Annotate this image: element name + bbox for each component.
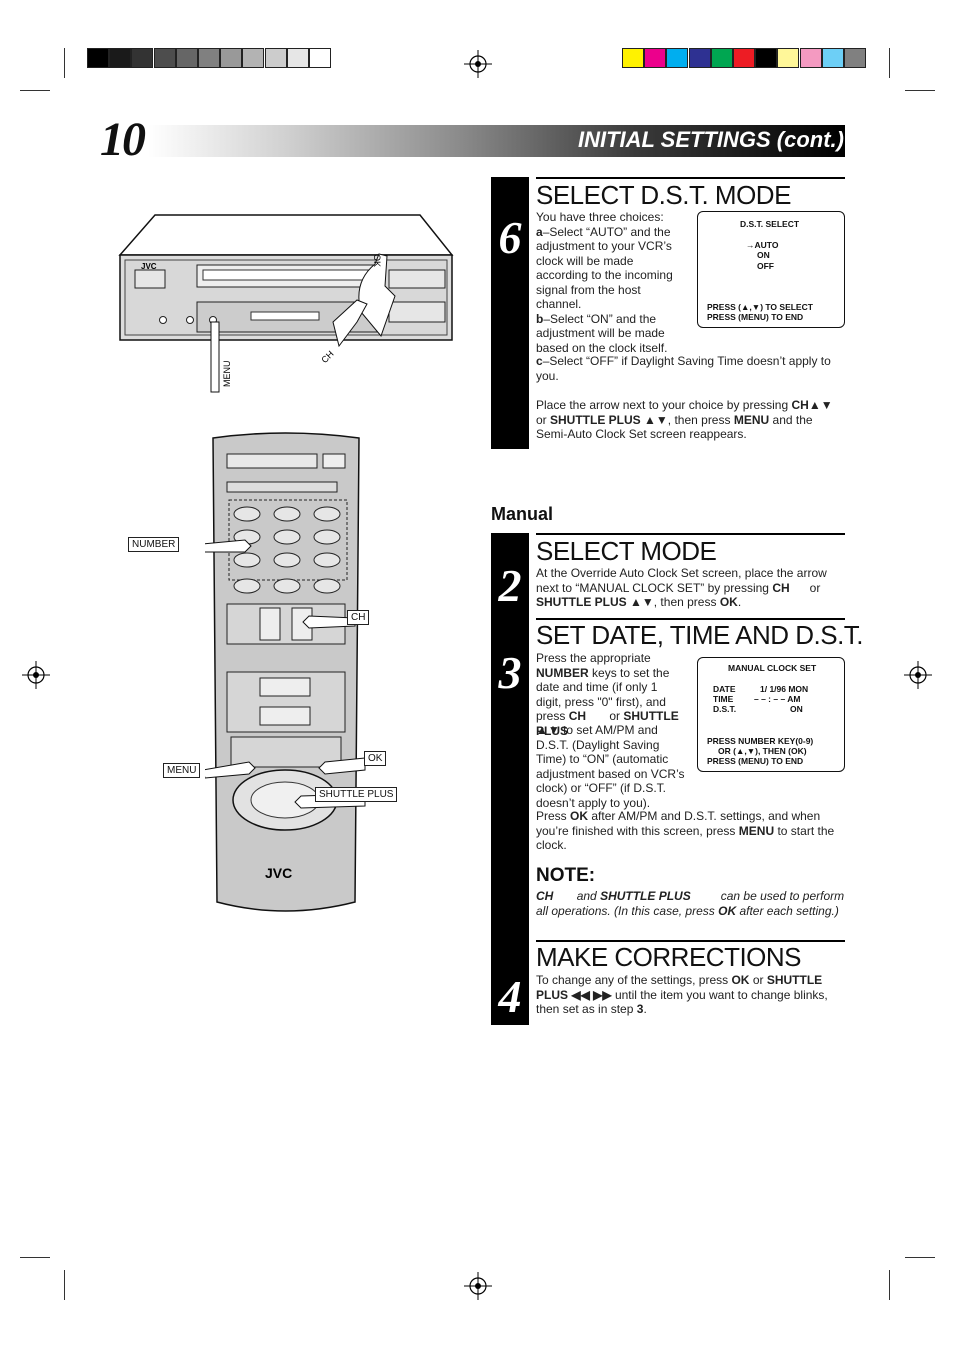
step-number: 3 — [498, 647, 522, 698]
osd-row-label: TIME — [713, 694, 734, 704]
section-title: INITIAL SETTINGS (cont.) — [577, 127, 844, 152]
step-6-instructions: Place the arrow next to your choice by p… — [536, 398, 833, 441]
ok-label: OK — [364, 751, 387, 766]
page-number: 10 — [100, 113, 146, 166]
step-rule — [536, 618, 845, 620]
crop-mark — [64, 48, 65, 78]
color-swatch — [131, 48, 154, 68]
vcr-menu-label: MENU — [222, 361, 232, 388]
color-swatch — [755, 48, 778, 68]
shuttle-plus-label: SHUTTLE PLUS — [315, 787, 398, 802]
color-swatch — [733, 48, 755, 68]
registration-mark-right — [904, 661, 932, 689]
step-3-text-narrow: Press the appropriate NUMBER keys to set… — [536, 651, 679, 738]
crop-mark — [905, 1257, 935, 1258]
step-3-bar: 3 — [491, 618, 529, 940]
dst-select-screen: D.S.T. SELECT →AUTO ON OFF PRESS (▲,▼) T… — [697, 211, 845, 328]
crop-mark — [20, 1257, 50, 1258]
step-rule — [536, 177, 845, 179]
osd-instruction: OR (▲,▼), THEN (OK) — [718, 746, 807, 756]
registration-mark-left — [22, 661, 50, 689]
color-swatch — [666, 48, 689, 68]
osd-instruction: PRESS (MENU) TO END — [707, 312, 804, 322]
color-swatch — [844, 48, 866, 68]
step-3-text-end: Press OK after AM/PM and D.S.T. settings… — [536, 809, 835, 852]
crop-mark — [20, 90, 50, 91]
color-swatch — [688, 48, 711, 68]
menu-label: MENU — [163, 763, 201, 778]
vcr-brand: JVC — [141, 262, 157, 271]
manual-label: Manual — [491, 504, 554, 524]
step-2-text: At the Override Auto Clock Set screen, p… — [536, 566, 827, 609]
osd-option: →AUTO — [746, 240, 779, 250]
osd-title: D.S.T. SELECT — [740, 219, 800, 229]
color-swatch — [87, 48, 109, 68]
osd-row-label: DATE — [713, 684, 736, 694]
step-heading: MAKE CORRECTIONS — [536, 942, 802, 972]
color-swatch — [644, 48, 667, 68]
crop-mark — [905, 90, 935, 91]
osd-row-value: 1/ 1/96 MON — [760, 684, 809, 694]
color-swatch — [821, 48, 844, 68]
osd-instruction: PRESS (▲,▼) TO SELECT — [707, 302, 813, 312]
crop-mark — [889, 48, 890, 78]
color-swatch — [242, 48, 265, 68]
color-swatch — [153, 48, 176, 68]
vcr-ok-label: OK — [372, 254, 382, 267]
osd-instruction: PRESS (MENU) TO END — [707, 756, 804, 766]
step-6-option-c: c–Select “OFF” if Daylight Saving Time d… — [536, 354, 831, 383]
crop-mark — [889, 1270, 890, 1300]
registration-mark-bottom — [464, 1272, 492, 1300]
step-2-bar: 2 — [491, 533, 529, 618]
osd-row-value: – – : – – AM — [754, 694, 801, 704]
step-rule — [536, 940, 845, 942]
vcr-illustration: JVC OK CH MENU — [118, 214, 454, 393]
osd-title: MANUAL CLOCK SET — [728, 663, 817, 673]
osd-option: ON — [757, 250, 770, 260]
vcr-ch-label: CH — [319, 349, 335, 365]
color-swatch — [264, 48, 287, 68]
osd-option: OFF — [757, 261, 774, 271]
step-rule — [536, 533, 845, 535]
color-swatch — [286, 48, 309, 68]
note-text: CH and SHUTTLE PLUS can be used to perfo… — [536, 889, 845, 918]
note-heading: NOTE: — [536, 865, 596, 886]
remote-brand: JVC — [265, 865, 292, 881]
ch-label: CH — [347, 610, 370, 625]
step-heading: SET DATE, TIME AND D.S.T. — [536, 620, 864, 650]
color-swatch — [777, 48, 800, 68]
color-swatch — [710, 48, 733, 68]
color-swatch — [622, 48, 644, 68]
crop-mark — [64, 1270, 65, 1300]
step-3-text-wide: ▲▼ to set AM/PM and D.S.T. (Daylight Sav… — [536, 723, 685, 810]
osd-row-label: D.S.T. — [713, 704, 737, 714]
step-4-text: To change any of the settings, press OK … — [536, 973, 828, 1016]
registration-mark-top — [464, 50, 492, 78]
osd-row-value: ON — [790, 704, 803, 714]
step-number: 4 — [498, 971, 522, 1022]
remote-illustration: JVC — [205, 432, 366, 912]
step-6-bar: 6 — [491, 177, 529, 449]
step-number: 6 — [498, 212, 522, 263]
step-heading: SELECT MODE — [536, 536, 717, 566]
header-band — [148, 125, 845, 157]
color-swatch — [799, 48, 822, 68]
step-heading: SELECT D.S.T. MODE — [536, 180, 791, 210]
color-swatch — [109, 48, 132, 68]
color-swatch — [220, 48, 243, 68]
osd-instruction: PRESS NUMBER KEY(0-9) — [707, 736, 814, 746]
color-swatch — [175, 48, 198, 68]
step-4-bar: 4 — [491, 940, 529, 1025]
step-6-choices: You have three choices: a–Select “AUTO” … — [536, 210, 673, 355]
color-swatch — [309, 48, 331, 68]
step-number: 2 — [498, 560, 522, 611]
manual-clock-set-screen: MANUAL CLOCK SET DATE 1/ 1/96 MON TIME –… — [697, 657, 845, 772]
color-swatch — [198, 48, 220, 68]
number-label: NUMBER — [128, 537, 180, 552]
